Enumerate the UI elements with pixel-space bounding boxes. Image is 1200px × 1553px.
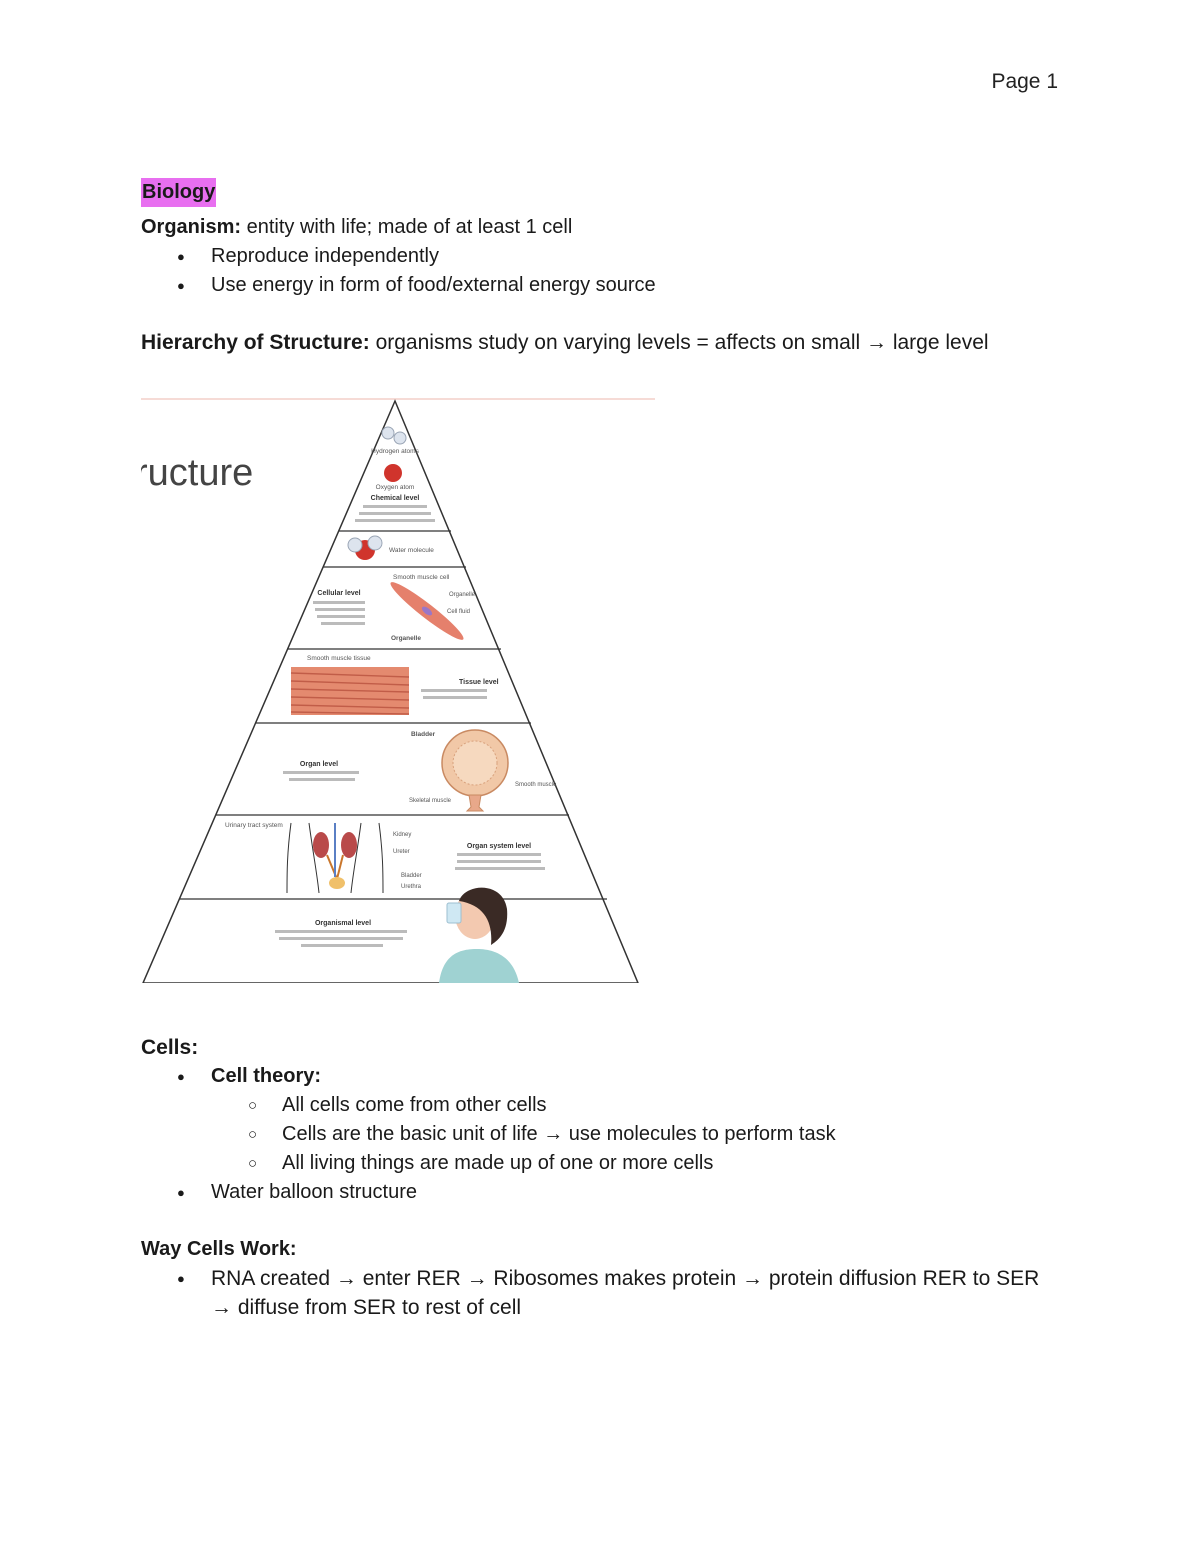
- svg-text:Hydrogen atoms: Hydrogen atoms: [371, 448, 419, 455]
- list-item: All cells come from other cells: [141, 1091, 1061, 1120]
- level-label: Organ system level: [467, 843, 531, 850]
- level-label: Organismal level: [315, 920, 371, 927]
- cells-list: Cell theory: All cells come from other c…: [141, 1062, 1061, 1207]
- hierarchy-pyramid-figure: ructure Hydrogen atoms Oxygen atom Chemi…: [141, 393, 661, 983]
- hydrogen-atom-icon: [393, 431, 407, 445]
- svg-text:Organelle: Organelle: [449, 592, 476, 598]
- list-item: Water balloon structure: [141, 1178, 1061, 1207]
- list-item: Reproduce independently: [141, 242, 1061, 271]
- hierarchy-text: organisms study on varying levels = affe…: [369, 331, 989, 354]
- svg-text:Urinary tract system: Urinary tract system: [225, 822, 283, 829]
- bladder-small-icon: [329, 877, 345, 889]
- figure-heading: ructure: [141, 452, 253, 494]
- level-label: Chemical level: [371, 495, 420, 502]
- svg-text:Water molecule: Water molecule: [389, 547, 434, 554]
- list-item: Use energy in form of food/external ener…: [141, 271, 1061, 300]
- svg-text:Kidney: Kidney: [393, 832, 411, 838]
- svg-text:Cell fluid: Cell fluid: [447, 609, 470, 615]
- organism-definition: Organism: entity with life; made of at l…: [141, 213, 1061, 242]
- organism-term: Organism:: [141, 216, 242, 238]
- kidney-icon: [341, 832, 357, 858]
- person-icon: [439, 949, 519, 983]
- svg-text:Smooth muscle cell: Smooth muscle cell: [393, 574, 450, 581]
- list-item: RNA created → enter RER → Ribosomes make…: [141, 1264, 1061, 1322]
- organism-list: Reproduce independently Use energy in fo…: [141, 242, 1061, 300]
- organism-text: entity with life; made of at least 1 cel…: [241, 216, 573, 238]
- way-cells-heading: Way Cells Work:: [141, 1238, 297, 1260]
- level-label: Organ level: [300, 761, 338, 768]
- svg-text:Organelle: Organelle: [391, 635, 421, 642]
- svg-text:Bladder: Bladder: [401, 873, 422, 879]
- hierarchy-term: Hierarchy of Structure:: [141, 331, 370, 354]
- svg-text:Oxygen atom: Oxygen atom: [376, 484, 415, 491]
- svg-text:Urethra: Urethra: [401, 884, 422, 890]
- svg-text:Smooth muscle tissue: Smooth muscle tissue: [307, 655, 371, 662]
- oxygen-atom-icon: [384, 464, 402, 482]
- document-body: Biology Organism: entity with life; made…: [141, 178, 1061, 1322]
- cell-theory-item: Cell theory:: [141, 1062, 1061, 1091]
- svg-text:Smooth muscle: Smooth muscle: [515, 782, 557, 788]
- list-item: All living things are made up of one or …: [141, 1149, 1061, 1178]
- cells-heading: Cells:: [141, 1036, 199, 1059]
- pyramid-diagram: ructure Hydrogen atoms Oxygen atom Chemi…: [141, 398, 655, 983]
- hierarchy-definition: Hierarchy of Structure: organisms study …: [141, 328, 1061, 357]
- way-cells-list: RNA created → enter RER → Ribosomes make…: [141, 1264, 1061, 1322]
- level-label: Cellular level: [317, 590, 360, 597]
- svg-text:Bladder: Bladder: [411, 731, 436, 738]
- page-number: Page 1: [991, 70, 1058, 93]
- hydrogen-atom-icon: [381, 426, 395, 440]
- svg-text:Ureter: Ureter: [393, 849, 410, 855]
- level-label: Tissue level: [459, 679, 499, 686]
- glass-icon: [446, 902, 462, 924]
- list-item: Cells are the basic unit of life → use m…: [141, 1120, 1061, 1149]
- kidney-icon: [313, 832, 329, 858]
- page-title: Biology: [141, 178, 217, 207]
- svg-text:Skeletal muscle: Skeletal muscle: [409, 798, 452, 804]
